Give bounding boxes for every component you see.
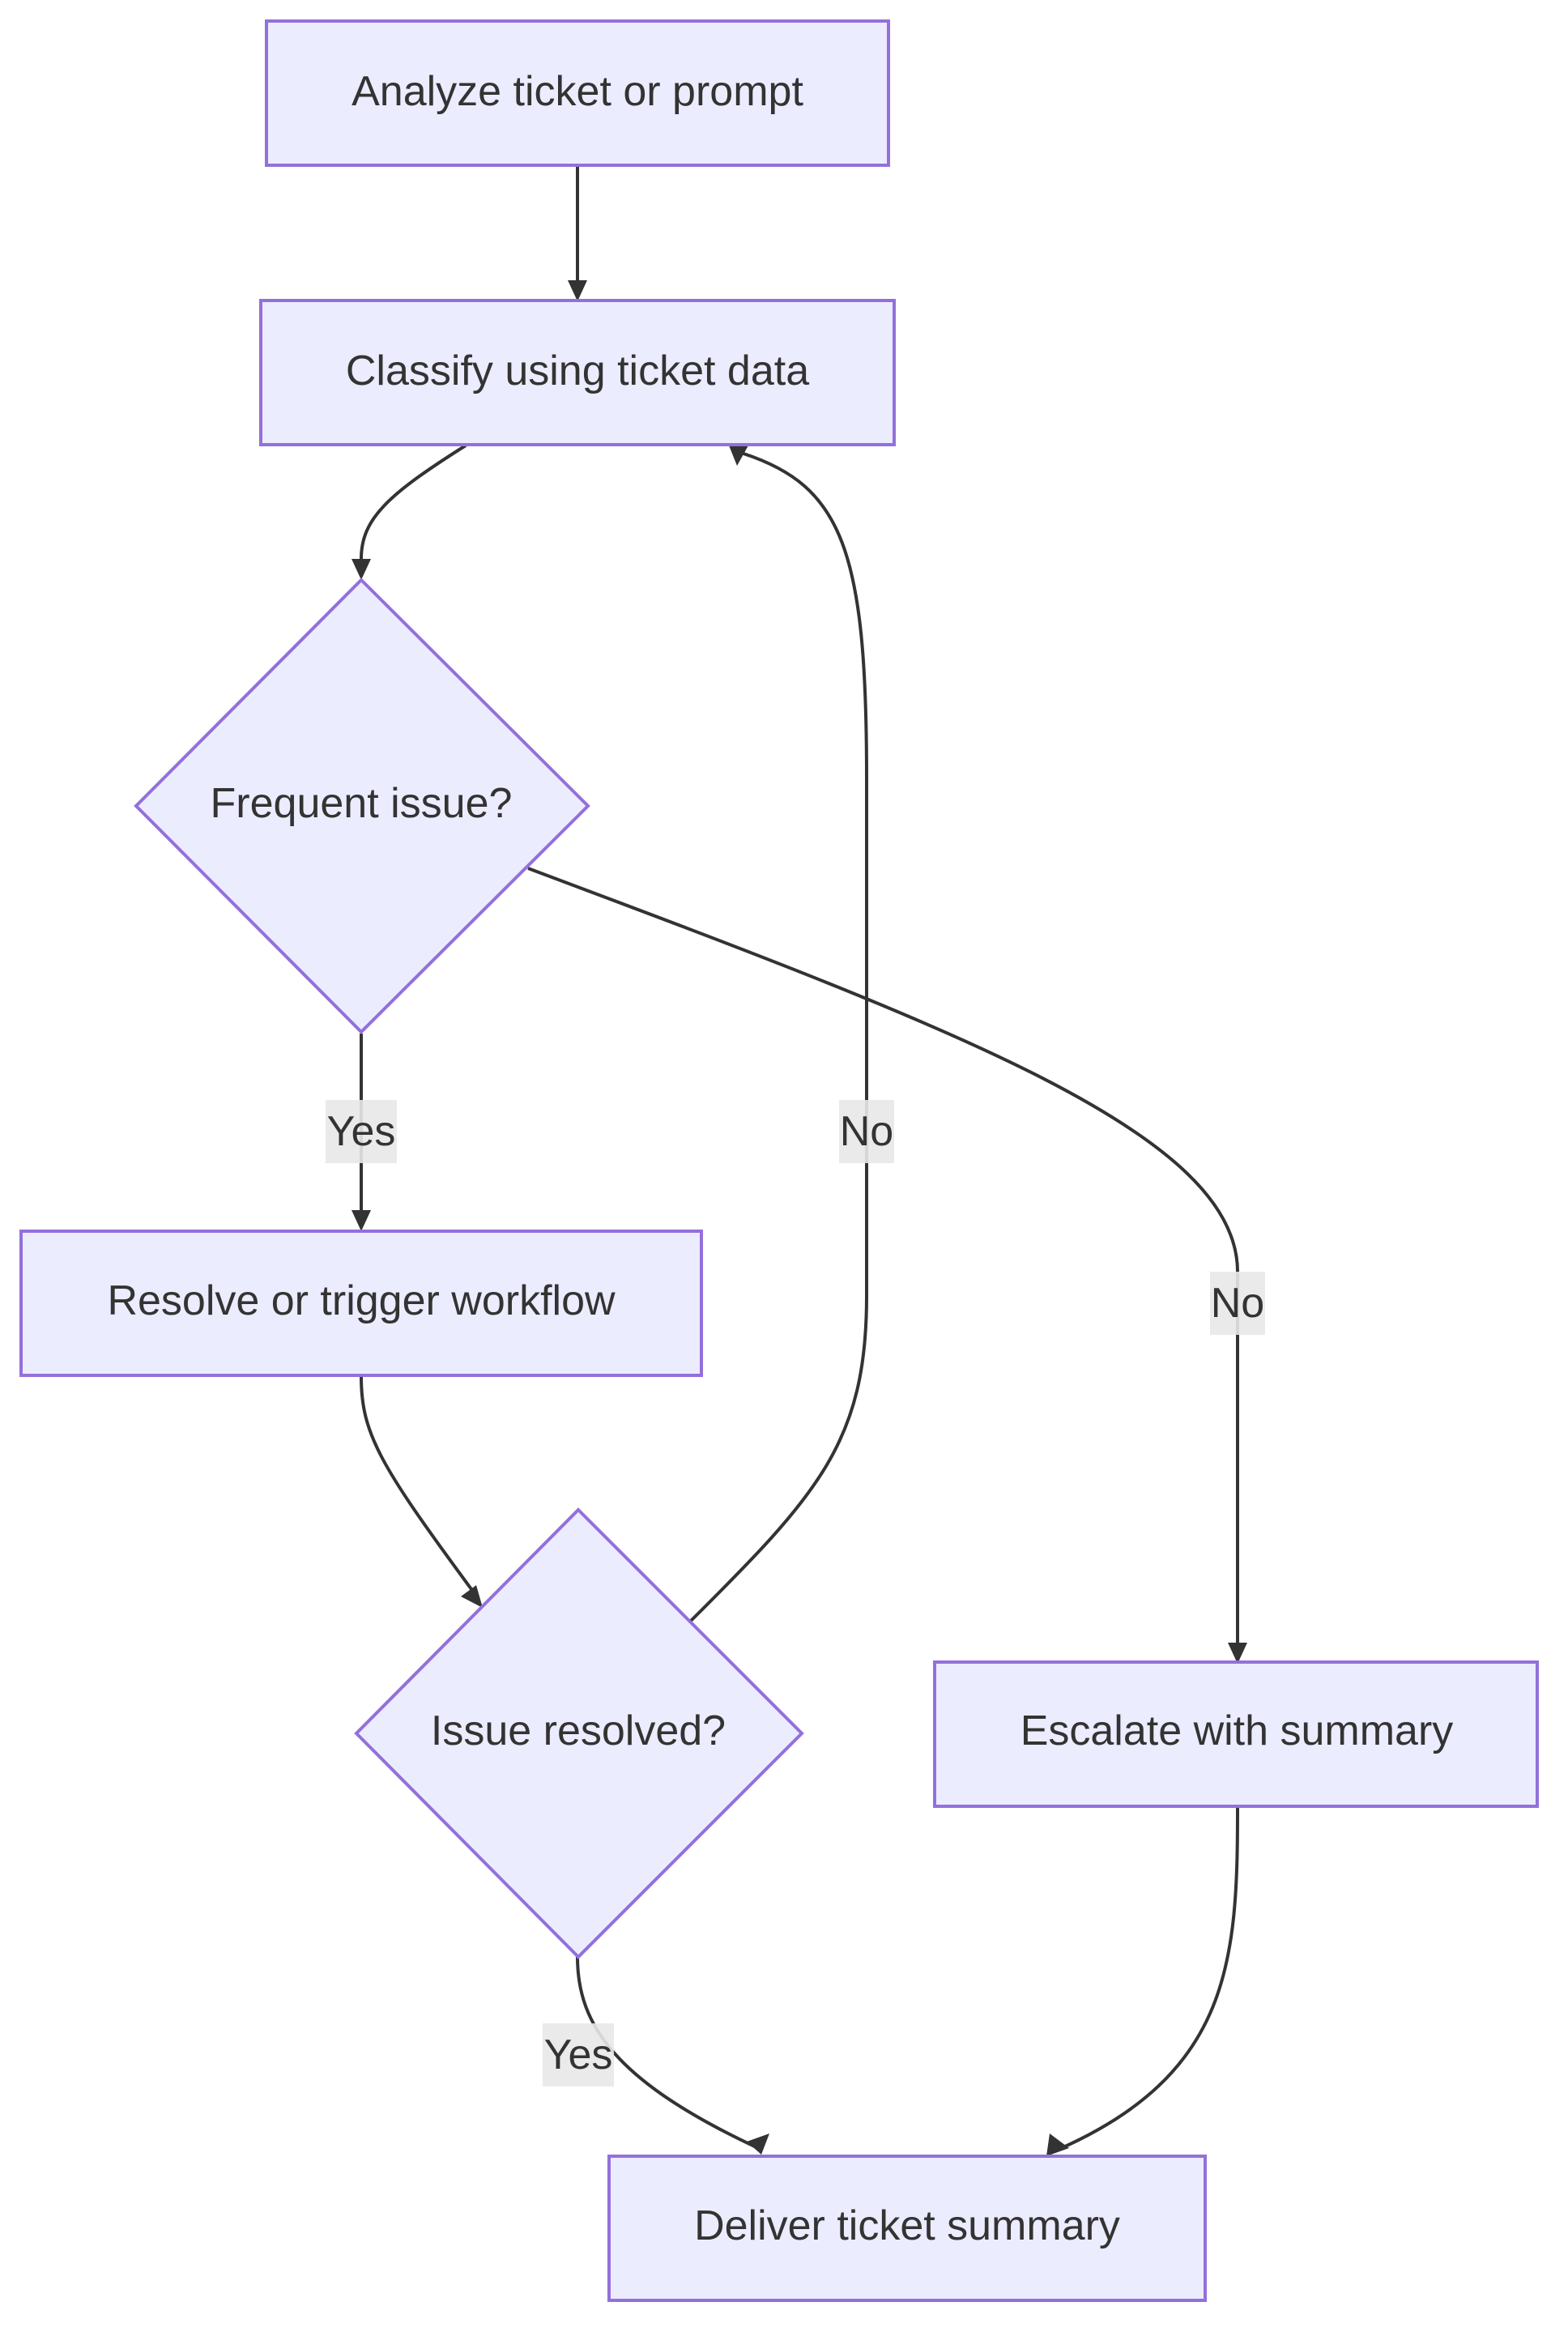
node-label: Resolve or trigger workflow [107, 1277, 616, 1324]
edge-escalate-to-deliver [1057, 1807, 1239, 2151]
edge-resolved-to-deliver [576, 1956, 759, 2150]
node-label: Analyze ticket or prompt [352, 68, 803, 115]
arrowhead-frequent-top [352, 559, 371, 580]
node-issue-resolved-decision[interactable]: Issue resolved? [354, 1507, 804, 1959]
node-escalate-with-summary[interactable]: Escalate with summary [933, 1660, 1539, 1808]
edge-label-text: No [1211, 1280, 1264, 1327]
arrowhead-resolved-top [461, 1585, 483, 1608]
edge-label-frequent-yes: Yes [326, 1100, 397, 1163]
node-label: Deliver ticket summary [694, 2202, 1120, 2249]
arrowhead-deliver-left [747, 2134, 769, 2155]
edge-label-text: Yes [544, 2031, 613, 2078]
edges [352, 167, 1247, 2156]
node-label: Escalate with summary [1020, 1707, 1454, 1754]
arrowhead-escalate-top [1228, 1643, 1247, 1664]
edge-classify-to-frequent [360, 444, 467, 560]
arrowhead-resolve-top [352, 1210, 371, 1231]
node-analyze-ticket[interactable]: Analyze ticket or prompt [265, 19, 890, 167]
node-deliver-summary[interactable]: Deliver ticket summary [607, 2155, 1207, 2302]
node-resolve-or-trigger[interactable]: Resolve or trigger workflow [19, 1230, 703, 1377]
edge-labels: Yes No No Yes [326, 1100, 1265, 2087]
edge-resolve-to-resolved [360, 1376, 473, 1591]
node-label: Frequent issue? [211, 780, 513, 827]
arrowhead-classify-bottom [729, 445, 748, 466]
edge-label-resolved-yes: Yes [543, 2023, 614, 2087]
nodes: Analyze ticket or prompt Classify using … [19, 19, 1539, 2302]
edge-label-resolved-no: No [839, 1100, 894, 1163]
node-label: Classify using ticket data [346, 347, 809, 394]
edge-resolved-to-classify [688, 452, 868, 1623]
node-label: Issue resolved? [431, 1707, 726, 1754]
edge-label-text: No [840, 1108, 893, 1155]
node-frequent-issue-decision[interactable]: Frequent issue? [134, 578, 590, 1034]
edge-label-frequent-no: No [1210, 1272, 1265, 1335]
edge-label-text: Yes [327, 1108, 396, 1155]
arrowhead-classify-top [568, 280, 587, 301]
edge-frequent-to-escalate [527, 867, 1239, 1644]
node-classify-ticket[interactable]: Classify using ticket data [259, 299, 896, 446]
arrowhead-deliver-right [1046, 2134, 1069, 2156]
